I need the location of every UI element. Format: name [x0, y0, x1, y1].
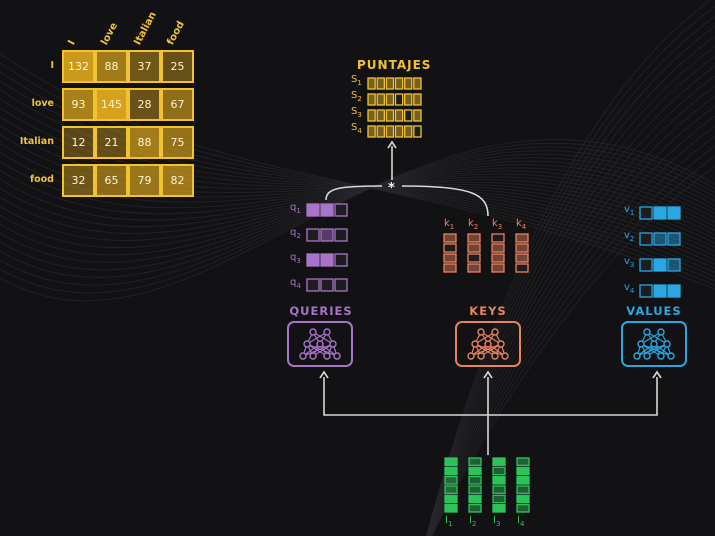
vector-label: I2	[469, 515, 477, 528]
value-vector	[639, 258, 681, 272]
input-vector	[468, 457, 482, 513]
values-title: VALUES	[626, 304, 682, 318]
keys-to-operator-line	[401, 185, 489, 217]
matrix-cell: 37	[128, 50, 161, 83]
vector-label: I3	[493, 515, 501, 528]
values-network-icon	[621, 321, 687, 367]
vector-label: k1	[444, 218, 455, 231]
vector-label: v2	[624, 230, 635, 243]
score-vector	[367, 125, 422, 138]
input-vector	[516, 457, 530, 513]
keys-arrow	[483, 370, 493, 379]
matrix-cell: 88	[128, 126, 161, 159]
matrix-cell: 65	[95, 164, 128, 197]
matrix-row-header: Italian	[19, 136, 54, 147]
vector-label: q1	[290, 202, 301, 215]
queries-network-icon	[287, 321, 353, 367]
distribution-line	[323, 377, 658, 416]
matrix-cell: 25	[161, 50, 194, 83]
queries-arrow	[319, 370, 329, 379]
matrix-cell: 93	[62, 88, 95, 121]
matrix-cell: 82	[161, 164, 194, 197]
matrix-cell: 145	[95, 88, 128, 121]
vector-label: k2	[468, 218, 479, 231]
values-arrow	[652, 370, 662, 379]
matrix-cell: 67	[161, 88, 194, 121]
vector-label: S4	[351, 122, 362, 135]
vector-label: S1	[351, 74, 362, 87]
input-vector	[492, 457, 506, 513]
vector-label: I4	[517, 515, 525, 528]
matrix-cell: 79	[128, 164, 161, 197]
vector-label: q3	[290, 252, 301, 265]
matrix-row-header: food	[30, 174, 54, 185]
queries-title: QUERIES	[289, 304, 353, 318]
score-vector	[367, 93, 422, 106]
queries-to-operator-line	[325, 185, 383, 201]
multiply-operator: *	[388, 181, 395, 196]
key-vector	[491, 233, 505, 273]
query-vector	[306, 228, 348, 242]
score-vector	[367, 77, 422, 90]
vector-label: v4	[624, 282, 635, 295]
vector-label: v1	[624, 204, 635, 217]
matrix-row-header: I	[50, 60, 54, 71]
vector-label: S2	[351, 90, 362, 103]
vector-label: v3	[624, 256, 635, 269]
vector-label: q2	[290, 227, 301, 240]
query-vector	[306, 203, 348, 217]
value-vector	[639, 232, 681, 246]
vector-label: I1	[445, 515, 453, 528]
matrix-row-header: love	[31, 98, 54, 109]
matrix-cell: 88	[95, 50, 128, 83]
neural-network-icon	[299, 328, 341, 360]
score-vector	[367, 109, 422, 122]
keys-network-icon	[455, 321, 521, 367]
query-vector	[306, 253, 348, 267]
neural-network-icon	[467, 328, 509, 360]
value-vector	[639, 284, 681, 298]
matrix-cell: 28	[128, 88, 161, 121]
matrix-cell: 12	[62, 126, 95, 159]
keys-title: KEYS	[469, 304, 507, 318]
vector-label: k4	[516, 218, 527, 231]
key-vector	[467, 233, 481, 273]
scores-arrow	[387, 140, 397, 149]
key-vector	[515, 233, 529, 273]
neural-network-icon	[633, 328, 675, 360]
vector-label: k3	[492, 218, 503, 231]
matrix-cell: 75	[161, 126, 194, 159]
matrix-cell: 32	[62, 164, 95, 197]
matrix-cell: 132	[62, 50, 95, 83]
key-vector	[443, 233, 457, 273]
puntajes-title: PUNTAJES	[357, 58, 432, 72]
vector-label: S3	[351, 106, 362, 119]
input-vector	[444, 457, 458, 513]
query-vector	[306, 278, 348, 292]
vector-label: q4	[290, 277, 301, 290]
matrix-cell: 21	[95, 126, 128, 159]
value-vector	[639, 206, 681, 220]
